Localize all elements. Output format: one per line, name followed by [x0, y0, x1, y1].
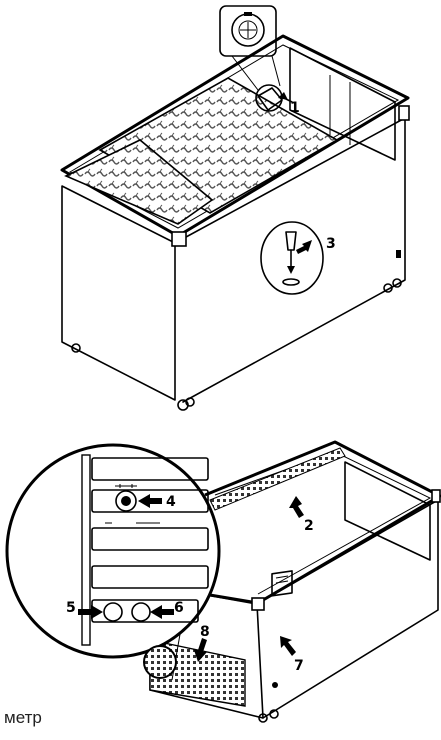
callout-labels: 1 2 3 4 5 6 7 8: [66, 100, 336, 674]
callout-5: 5: [66, 600, 76, 616]
thermostat-dial: [115, 490, 137, 512]
freezer-side-panel: [174, 117, 406, 403]
grille-zoom-circle: [143, 645, 177, 679]
callout-1: 1: [290, 100, 300, 116]
callout-6: 6: [174, 600, 184, 616]
freezer-rim: [60, 34, 410, 238]
arrow-2: [289, 496, 304, 518]
arrow-7: [280, 636, 296, 656]
sliding-lid-front: [64, 139, 214, 225]
callout-8: 8: [200, 624, 210, 640]
callout-4: 4: [166, 494, 176, 510]
drain-plug-detail: [260, 221, 324, 295]
control-panel-magnifier: [5, 443, 221, 681]
freezer-front-panel-2: [256, 499, 439, 719]
arrow-6: [150, 605, 174, 619]
caption-text: метр: [4, 708, 42, 727]
thermostat-detail-inset: [219, 5, 281, 91]
control-slots: [91, 457, 209, 623]
indicator-lamp-green: [103, 602, 123, 622]
freezer-front-panel: [61, 185, 176, 401]
rating-plate: [271, 570, 293, 597]
caster-wheels: [71, 278, 402, 411]
arrow-8: [194, 638, 207, 662]
gasket-strip: [209, 447, 346, 511]
arrow-4: [138, 494, 162, 508]
top-freezer: [60, 34, 410, 411]
callout-3: 3: [326, 236, 336, 252]
arrows: [78, 240, 312, 662]
callout-2: 2: [304, 518, 314, 534]
arrow-3: [296, 240, 312, 254]
freezer-opening: [289, 47, 396, 161]
callout-7: 7: [294, 658, 304, 674]
arrow-5: [78, 605, 103, 619]
